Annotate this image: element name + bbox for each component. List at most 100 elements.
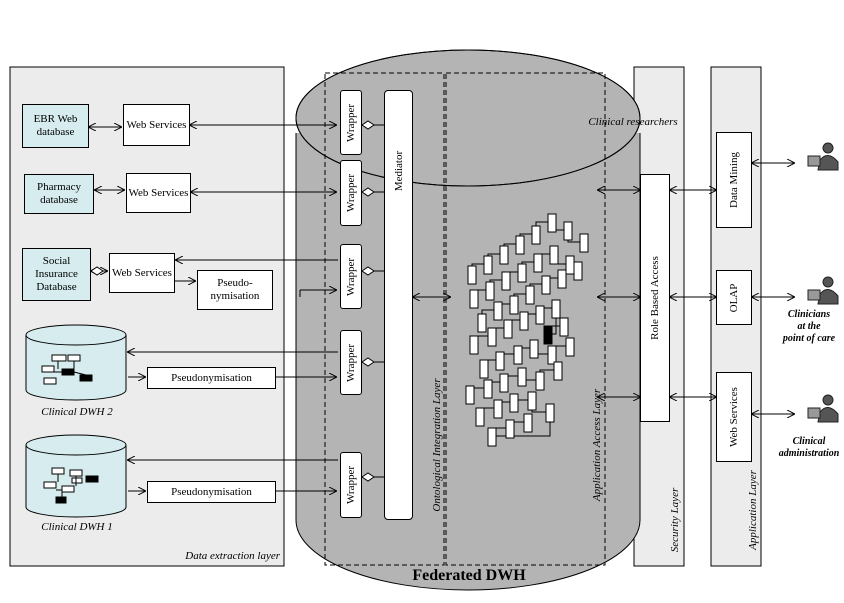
network-node [563,221,573,241]
network-node [501,271,511,291]
network-node [509,393,519,413]
clinicians-line-3: point of care [782,333,836,344]
network-node [527,391,537,411]
network-node [517,263,527,283]
clinicians-line-2: at the [797,321,821,332]
application-access-layer-box [445,72,606,566]
application-layer-label: Application Layer [747,470,759,550]
network-node [519,311,529,331]
wrapper-5: Wrapper [340,452,362,518]
network-node [495,351,505,371]
network-node [579,233,589,253]
web-services-app-label: Web Services [728,387,740,447]
wrapper-label: Wrapper [345,173,357,213]
security-layer-label: Security Layer [669,487,681,553]
wrapper-2: Wrapper [340,160,362,226]
network-node [469,335,479,355]
administration-line-2: administration [778,448,840,459]
network-node [469,289,479,309]
clinicians-line-1: Clinicians [787,309,831,320]
pharmacy-database-box: Pharmacy database [24,174,94,214]
mediator-box: Mediator [384,90,413,520]
pharmacy-label: Pharmacy database [37,181,81,206]
network-node [535,305,545,325]
network-node [547,345,557,365]
application-access-network [465,213,589,447]
network-node [557,269,567,289]
pseudonymisation-label: Pseudonymisation [171,371,252,384]
pseudonymisation-label: Pseudonymisation [171,485,252,498]
network-node [573,261,583,281]
network-node [535,371,545,391]
web-services-ebr-box: Web Services [123,104,190,146]
network-node [515,235,525,255]
role-based-access-box: Role Based Access [640,174,670,422]
clinicians-label: Clinicians at the point of care [774,309,844,345]
network-node [487,427,497,447]
network-node [565,255,575,275]
web-services-label: Web Services [112,266,172,279]
network-node [477,313,487,333]
network-node [499,373,509,393]
application-access-label: Application Access Layer [591,388,603,502]
pseudo-label-1: Pseudo- [217,277,253,289]
network-node [547,213,557,233]
administration-line-1: Clinical [792,436,826,447]
social-insurance-label: Social Insurance Database [35,255,78,293]
clinical-researchers-ellipse [295,49,641,187]
user-figure-clinicians [807,276,839,305]
clinical-dwh-2-label: Clinical DWH 2 [41,406,113,418]
dwh2-schematic [41,354,93,385]
network-node [467,265,477,285]
network-node [549,245,559,265]
network-node [525,285,535,305]
pseudonymisation-dwh1-box: Pseudonymisation [147,481,276,503]
wrapper-1: Wrapper [340,90,362,155]
network-node [505,419,515,439]
ontological-layer-box [324,72,445,566]
application-access-label-wrap: Application Access Layer [590,330,604,560]
network-node [543,325,553,345]
ebr-label: EBR Web database [33,113,78,138]
pseudonymisation-social-box: Pseudo- nymisation [197,270,273,310]
wrapper-label: Wrapper [345,257,357,296]
network-node [483,255,493,275]
pseudonymisation-dwh2-box: Pseudonymisation [147,367,276,389]
network-node [493,301,503,321]
network-node [479,359,489,379]
network-node [503,319,513,339]
network-node [565,337,575,357]
network-node [509,295,519,315]
ontological-layer-label: Ontological Integration Layer [431,378,443,512]
network-node [531,225,541,245]
wrapper-label: Wrapper [345,103,357,142]
web-services-label: Web Services [128,186,189,199]
network-node [465,385,475,405]
clinical-researchers-label: Clinical researchers [588,116,678,128]
web-services-social-box: Web Services [109,253,175,293]
web-services-pharmacy-box: Web Services [126,173,191,213]
federated-dwh-title: Federated DWH [412,567,526,584]
application-layer-label-wrap: Application Layer [746,470,760,550]
clinical-dwh-1-label: Clinical DWH 1 [41,521,113,533]
network-node [485,281,495,301]
network-node [499,245,509,265]
wrapper-4: Wrapper [340,330,362,395]
olap-label: OLAP [728,283,740,312]
administration-label: Clinical administration [774,436,844,460]
wrapper-label: Wrapper [345,465,357,505]
network-node [513,345,523,365]
wrapper-mediator-links [90,120,384,482]
role-based-access-label: Role Based Access [649,256,661,340]
ebr-database-box: EBR Web database [22,104,89,148]
user-figure-researchers [807,142,839,171]
social-insurance-database-box: Social Insurance Database [22,248,91,301]
network-node [533,253,543,273]
network-node [475,407,485,427]
network-node [487,327,497,347]
web-services-app-box: Web Services [716,372,752,462]
pseudo-label-2: nymisation [210,290,260,302]
network-node [529,339,539,359]
network-node [523,413,533,433]
data-mining-box: Data Mining [716,132,752,228]
